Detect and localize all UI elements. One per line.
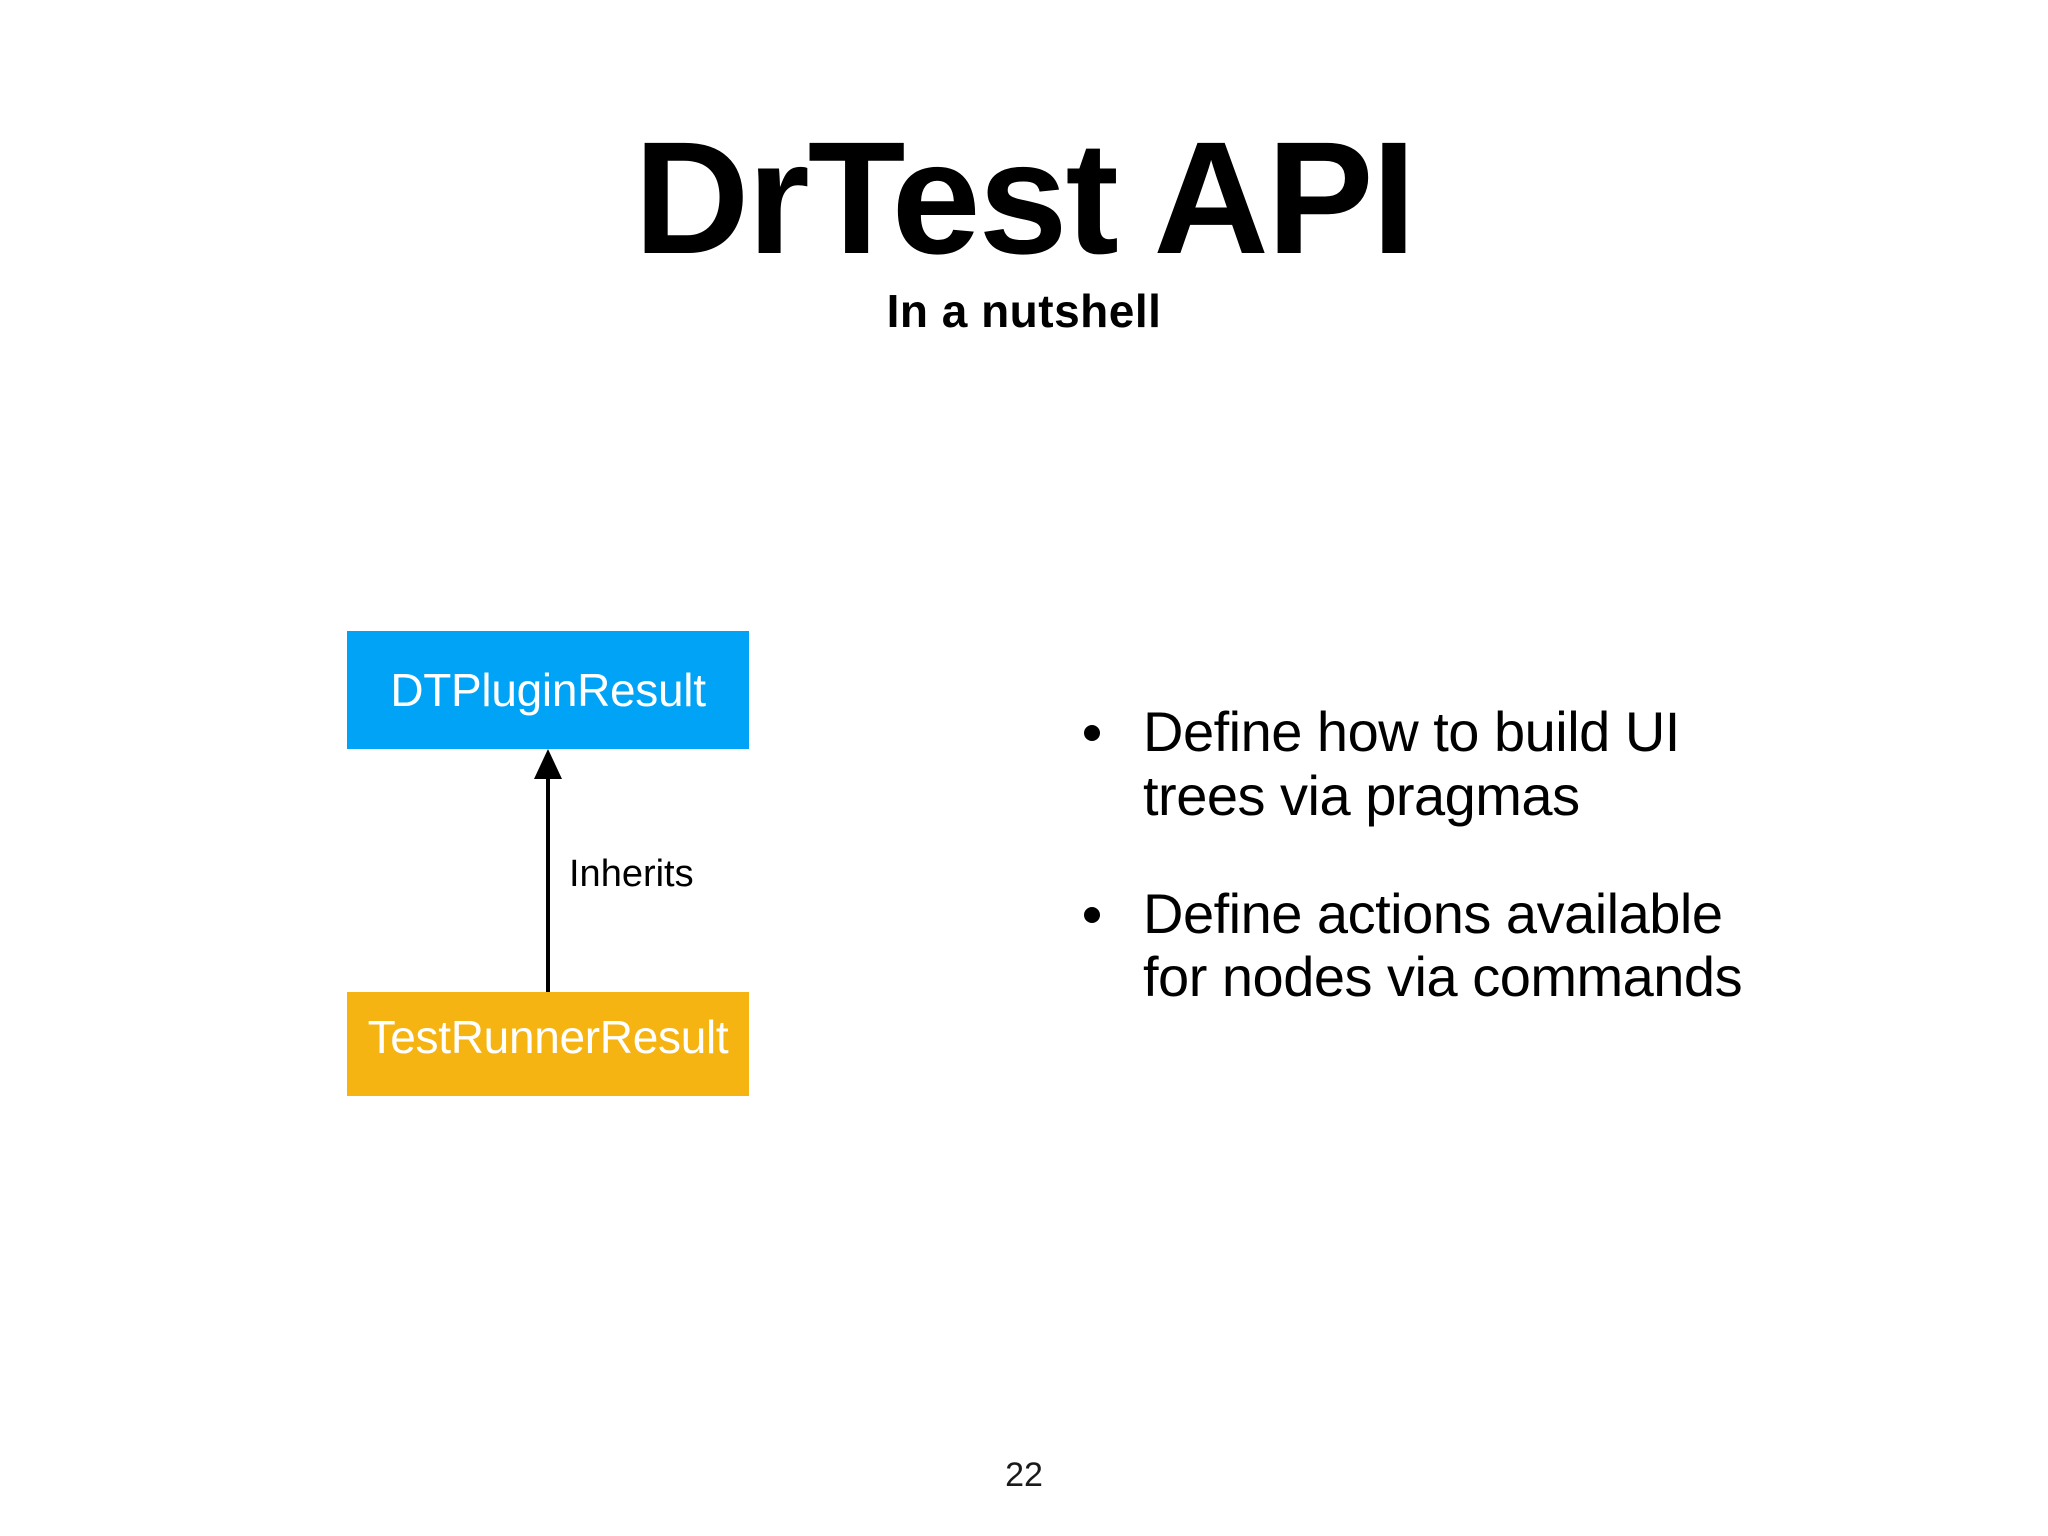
bullet-dot-icon <box>1084 906 1100 923</box>
arrow-shaft <box>546 775 550 992</box>
diagram-node-parent-label: DTPluginResult <box>390 664 706 716</box>
list-item-label: Define actions available for nodes via c… <box>1143 881 1743 1009</box>
inherits-arrow <box>534 749 562 992</box>
page-number: 22 <box>1005 1456 1043 1494</box>
page-title: DrTest API <box>633 108 1416 287</box>
bullet-dot-icon <box>1084 725 1100 741</box>
class-hierarchy-diagram: DTPluginResult TestRunnerResult <box>347 631 749 1096</box>
diagram-node-testrunnerresult: TestRunnerResult <box>347 992 749 1096</box>
diagram-node-dtpluginresult: DTPluginResult <box>347 631 749 749</box>
list-item: Define actions available for nodes via c… <box>1070 882 1790 1010</box>
bullet-list: Define how to build UI trees via pragmas… <box>1070 700 1790 1009</box>
page-subtitle: In a nutshell <box>886 285 1162 337</box>
arrow-head-up-icon <box>534 749 562 779</box>
list-item-label: Define how to build UI trees via pragmas <box>1143 700 1680 827</box>
diagram-node-child-label: TestRunnerResult <box>367 1011 729 1063</box>
list-item: Define how to build UI trees via pragmas <box>1070 700 1790 828</box>
inherits-arrow-label: Inherits <box>569 853 694 895</box>
